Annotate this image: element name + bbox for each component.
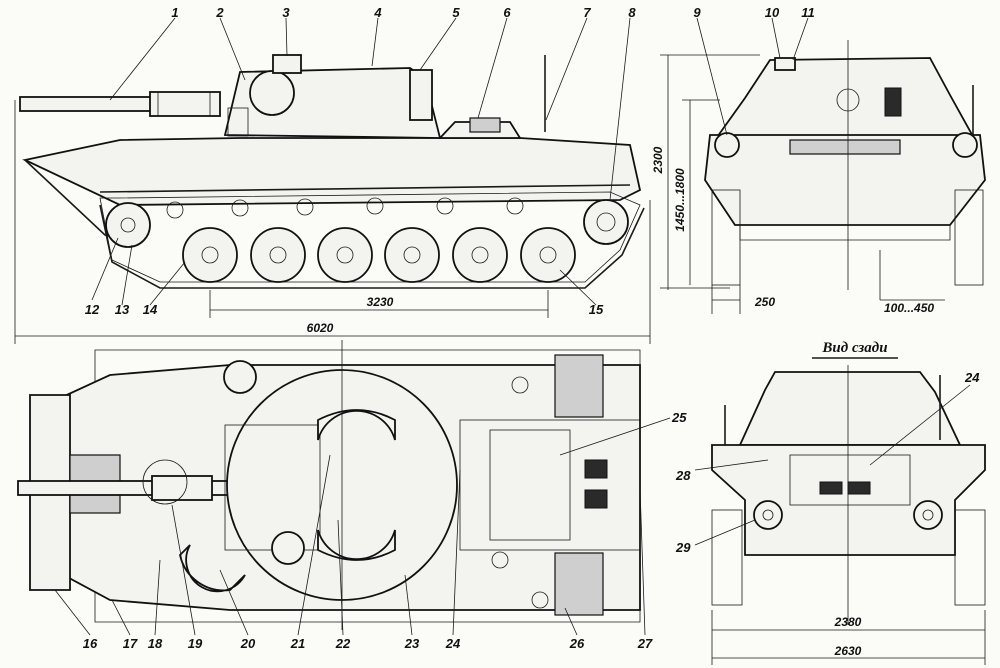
side-callouts bbox=[91, 17, 631, 306]
callout-15: 15 bbox=[589, 302, 604, 317]
rear-view: Вид сзади 2380 2630 bbox=[694, 340, 986, 665]
idler-wheel bbox=[105, 202, 151, 248]
callout-24-rear: 24 bbox=[964, 370, 980, 385]
callout-21: 21 bbox=[290, 636, 305, 651]
hull-rear bbox=[711, 444, 986, 556]
drive-sprocket bbox=[583, 199, 629, 245]
callout-6: 6 bbox=[503, 5, 511, 20]
rear-view-title: Вид сзади bbox=[821, 340, 887, 356]
callout-4: 4 bbox=[373, 5, 382, 20]
dim-overall-height: 2300 bbox=[651, 146, 665, 174]
hatch-top-1 bbox=[317, 409, 396, 441]
turret-front bbox=[713, 57, 977, 141]
top-view bbox=[17, 340, 641, 630]
callout-23: 23 bbox=[404, 636, 420, 651]
callout-7: 7 bbox=[583, 5, 591, 20]
right-track-front bbox=[954, 189, 984, 286]
callout-2: 2 bbox=[215, 5, 224, 20]
side-view: 3230 6020 bbox=[14, 54, 651, 344]
callout-25: 25 bbox=[671, 410, 687, 425]
callout-20: 20 bbox=[240, 636, 256, 651]
dim-overall-length: 6020 bbox=[307, 321, 334, 335]
rear-idler-right bbox=[913, 500, 943, 530]
callout-13: 13 bbox=[115, 302, 130, 317]
gun-barrel bbox=[19, 96, 161, 112]
rear-idler-left bbox=[753, 500, 783, 530]
callout-26: 26 bbox=[569, 636, 585, 651]
dim-track-base: 3230 bbox=[367, 295, 394, 309]
callout-3: 3 bbox=[282, 5, 290, 20]
callout-5: 5 bbox=[452, 5, 460, 20]
top-callouts bbox=[54, 417, 671, 636]
dim-track-width: 250 bbox=[754, 295, 775, 309]
callout-22: 22 bbox=[335, 636, 351, 651]
dim-inner-width: 2380 bbox=[834, 615, 862, 629]
callout-24: 24 bbox=[445, 636, 461, 651]
turret-rear bbox=[738, 371, 962, 446]
callout-16: 16 bbox=[83, 636, 98, 651]
road-wheels bbox=[182, 227, 576, 283]
callout-8: 8 bbox=[628, 5, 636, 20]
hull-side bbox=[22, 137, 642, 206]
callout-17: 17 bbox=[123, 636, 138, 651]
callout-18: 18 bbox=[148, 636, 163, 651]
callout-19: 19 bbox=[188, 636, 203, 651]
callout-11: 11 bbox=[801, 5, 815, 20]
dim-adjustable-height: 1450...1800 bbox=[673, 168, 687, 232]
engine-deck bbox=[459, 419, 641, 551]
callout-29: 29 bbox=[675, 540, 691, 555]
dim-ground-clearance: 100...450 bbox=[884, 301, 934, 315]
exhaust-grille-bottom bbox=[554, 552, 604, 616]
callout-14: 14 bbox=[143, 302, 158, 317]
dim-overall-width: 2630 bbox=[834, 644, 862, 658]
commander-cupola-side bbox=[249, 70, 295, 116]
callout-10: 10 bbox=[765, 5, 780, 20]
front-view: 2300 1450...1800 250 100...450 bbox=[651, 17, 986, 315]
callout-27: 27 bbox=[637, 636, 653, 651]
fume-extractor bbox=[149, 91, 221, 117]
callout-28: 28 bbox=[675, 468, 691, 483]
hatch-top-2 bbox=[317, 529, 396, 561]
exhaust-grille-top bbox=[554, 354, 604, 418]
callout-1: 1 bbox=[171, 5, 178, 20]
callout-9: 9 bbox=[693, 5, 701, 20]
callout-12: 12 bbox=[85, 302, 100, 317]
left-track-front bbox=[711, 189, 741, 286]
